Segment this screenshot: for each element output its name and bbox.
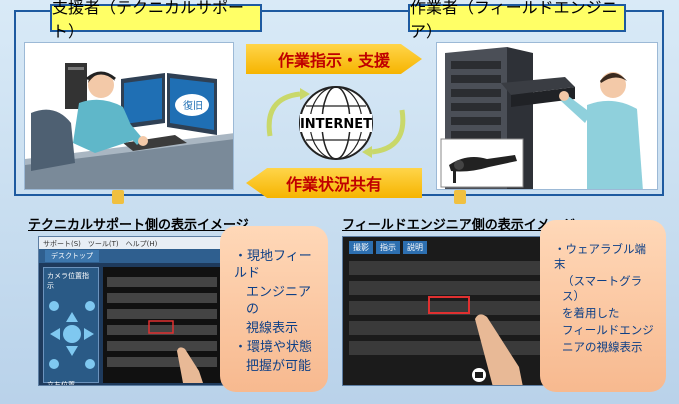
field-engineer-illustration — [440, 47, 643, 189]
app-tab-desktop[interactable]: デスクトップ — [45, 250, 99, 262]
internet-label: INTERNET — [300, 117, 372, 132]
standing-position-label: 立ち位置 — [47, 381, 75, 386]
support-app-screenshot: サポート(S) ツール(T) ヘルプ(H) デスクトップ カメラ位置指示 立ち位… — [38, 236, 224, 386]
app-tab-bar: デスクトップ — [39, 249, 223, 263]
supporter-callout: ・現地フィールド エンジニアの 視線表示 ・環境や状態 把握が可能 — [220, 226, 328, 392]
monitor-right — [167, 73, 217, 135]
status-share-arrow: 作業状況共有 — [246, 168, 422, 198]
connector-right — [454, 190, 466, 204]
camera-control-panel: カメラ位置指示 立ち位置 — [43, 267, 100, 386]
callout-left-line3: 視線表示 — [246, 321, 299, 336]
callout-left-line4: ・環境や状態 — [234, 340, 313, 355]
callout-right-line4: フィールドエンジ — [562, 323, 654, 337]
callout-right-line5: ニアの視線表示 — [562, 340, 643, 354]
internet-globe-group: INTERNET — [256, 78, 416, 168]
server-view-image — [107, 277, 217, 383]
server-closeup-image — [349, 261, 555, 385]
support-operator-illustration: 復旧 — [25, 63, 233, 189]
instructions-arrow: 作業指示・支援 — [246, 44, 422, 74]
right-view-heading: フィールドエンジニア側の表示イメージ — [342, 218, 576, 233]
app-menu-bar: サポート(S) ツール(T) ヘルプ(H) — [39, 237, 223, 249]
callout-right-line1: ・ウェアラブル端末 — [554, 242, 646, 271]
monitor-label: 復旧 — [183, 99, 203, 112]
callout-right-line2: （スマートグラス） — [562, 274, 643, 303]
left-view-heading: テクニカルサポート側の表示イメージ — [28, 218, 249, 233]
remote-camera-view — [103, 267, 221, 383]
monitor-left — [121, 73, 165, 129]
glasses-toolbar: 撮影 指示 説明 — [349, 241, 427, 254]
point-button[interactable]: 指示 — [376, 241, 400, 254]
callout-left-line5: 把握が可能 — [246, 359, 312, 374]
callout-left-line1: ・現地フィールド — [234, 249, 312, 281]
direction-pad-icon[interactable] — [44, 294, 100, 374]
shoot-button[interactable]: 撮影 — [349, 241, 373, 254]
internet-globe-icon: INTERNET — [266, 86, 406, 160]
callout-left-line2: エンジニアの — [246, 285, 312, 317]
supporter-title: 支援者（テクニカルサポート） — [50, 0, 262, 41]
camera-control-label: カメラ位置指示 — [47, 272, 89, 290]
explain-button[interactable]: 説明 — [403, 241, 427, 254]
supporter-illustration: 復旧 — [24, 42, 234, 190]
callout-right-line3: を着用した — [562, 306, 620, 320]
worker-title: 作業者（フィールドエンジニア） — [408, 0, 626, 41]
smart-glasses-inset — [440, 138, 524, 188]
worker-callout: ・ウェアラブル端末 （スマートグラス） を着用した フィールドエンジ ニアの視線… — [540, 220, 666, 392]
glasses-display-screenshot: 撮影 指示 説明 — [342, 236, 560, 386]
connector-left — [112, 190, 124, 204]
worker-illustration — [436, 42, 658, 190]
